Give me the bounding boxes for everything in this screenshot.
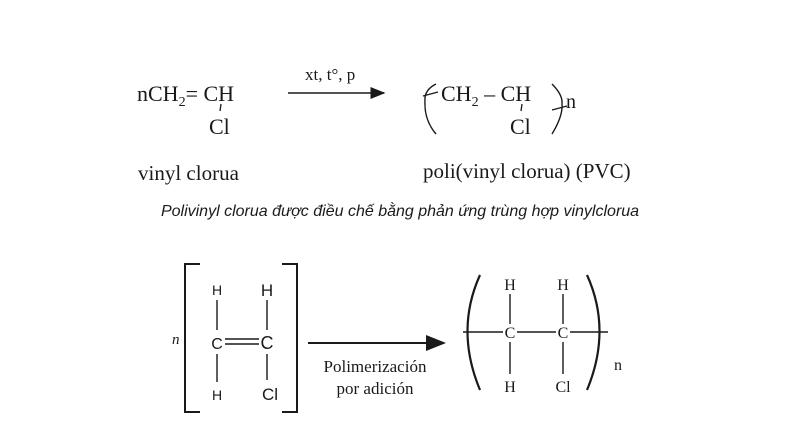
caption: Polivinyl clorua được điều chế bằng phản…	[161, 201, 639, 220]
left-parenthesis	[422, 83, 439, 135]
hydrogen-label: H	[261, 281, 273, 300]
carbon-label: C	[261, 333, 274, 353]
arrow-label: Polimerización	[324, 357, 427, 376]
reactant-name: vinyl clorua	[138, 161, 240, 185]
bond-line	[520, 103, 523, 112]
hydrogen-label: H	[212, 387, 222, 403]
hydrogen-label: H	[504, 379, 516, 396]
arrow-label: por adición	[337, 379, 414, 398]
coefficient-n: n	[172, 332, 180, 348]
hydrogen-label: H	[504, 277, 516, 294]
left-bracket	[184, 263, 200, 413]
product-name: poli(vinyl clorua) (PVC)	[423, 159, 631, 183]
reaction-2: n H H C C H Cl Polimerización por adició…	[172, 263, 622, 413]
carbon-label: C	[211, 336, 223, 353]
chlorine-label: Cl	[209, 114, 230, 139]
hydrogen-label: H	[557, 277, 569, 294]
repeat-n: n	[566, 91, 576, 113]
chlorine-label: Cl	[555, 379, 571, 396]
vinyl-chloride-formula: nCH2= CH	[137, 81, 234, 110]
chlorine-label: Cl	[510, 114, 531, 139]
hydrogen-label: H	[212, 282, 222, 298]
right-parenthesis	[551, 83, 568, 135]
bond-line	[219, 103, 222, 112]
repeat-n: n	[614, 357, 622, 374]
reaction-conditions: xt, t°, p	[305, 65, 355, 84]
carbon-label: C	[558, 325, 569, 342]
carbon-label: C	[505, 325, 516, 342]
right-bracket	[282, 263, 298, 413]
left-parenthesis	[466, 274, 482, 391]
right-parenthesis	[585, 274, 601, 391]
reaction-1: nCH2= CH Cl xt, t°, p CH2 – CH Cl n viny…	[137, 65, 631, 185]
pvc-formula: CH2 – CH	[441, 81, 531, 110]
chlorine-label: Cl	[262, 385, 278, 404]
